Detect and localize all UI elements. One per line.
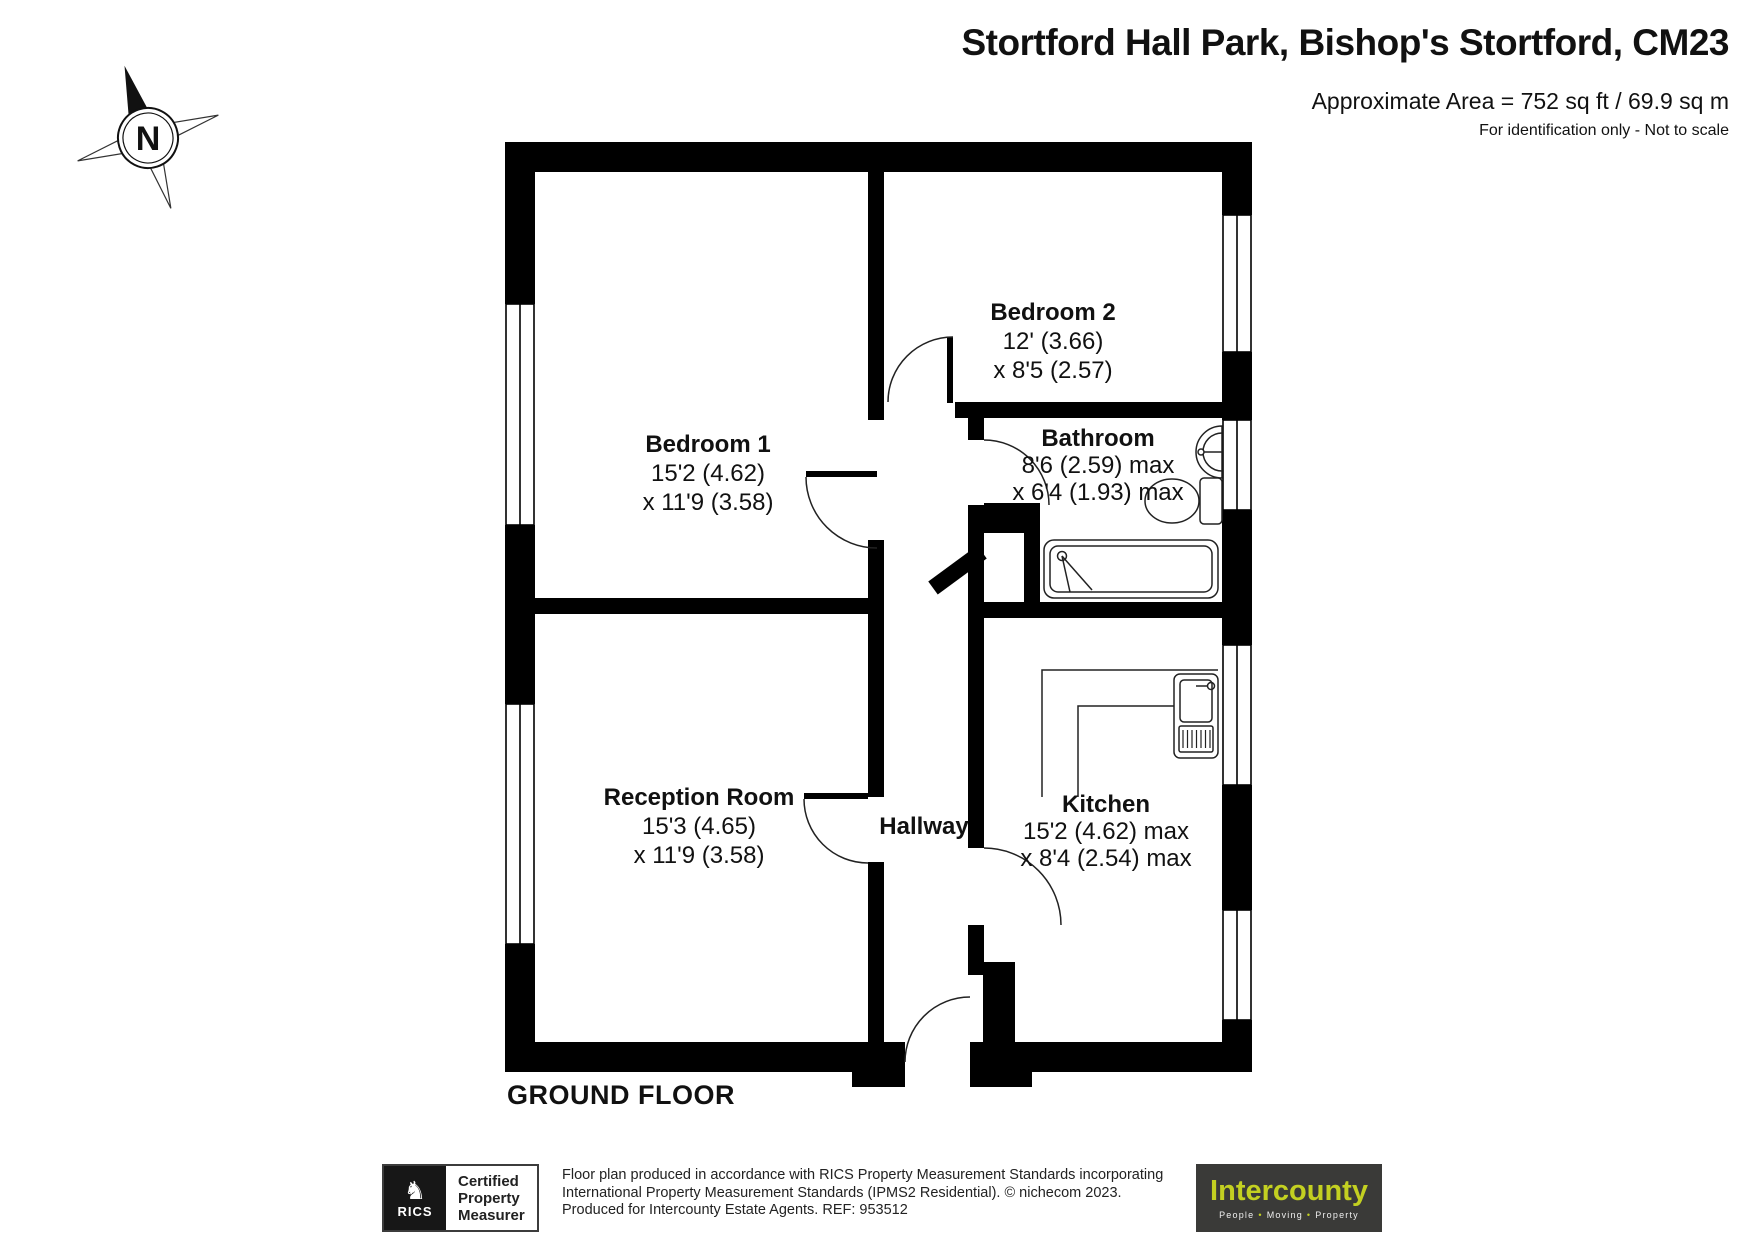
wall-bathroom-bottom: [968, 602, 1222, 618]
room-label-hallway: Hallway: [879, 812, 968, 841]
wall-bottom-left: [505, 1042, 900, 1072]
wall-bathroom-left-top: [968, 418, 984, 440]
bedroom2-dim1: 12' (3.66): [1002, 328, 1104, 355]
bathroom-fixtures: [1043, 425, 1223, 599]
kitchen-drainer-icon: [1178, 725, 1214, 753]
room-label-bedroom2: Bedroom 2 12' (3.66) x 8'5 (2.57): [990, 298, 1115, 385]
wall-kitchen-jog: [983, 962, 1015, 1042]
door-arc-reception: [803, 798, 869, 864]
wall-right-seg2: [1222, 352, 1252, 420]
compass-icon: N: [77, 65, 219, 209]
disclaimer-line-2: International Property Measurement Stand…: [562, 1184, 1122, 1201]
rics-certification-badge: ♞ RICS Certified Property Measurer: [382, 1164, 539, 1232]
disclaimer-line-3: Produced for Intercounty Estate Agents. …: [562, 1202, 908, 1218]
entrance-stub-left: [852, 1042, 905, 1087]
room-label-reception: Reception Room 15'3 (4.65) x 11'9 (3.58): [604, 783, 795, 870]
entrance-stub-right: [970, 1042, 1032, 1087]
intercounty-tagline: People•Moving•Property: [1219, 1210, 1359, 1220]
wall-right-seg3: [1222, 510, 1252, 645]
door-leaf-bedroom1: [806, 471, 877, 477]
wall-top: [505, 142, 1252, 172]
door-arc-bedroom1: [805, 476, 878, 549]
doors: [803, 336, 1062, 1063]
door-arc-entrance: [904, 996, 971, 1063]
identification-note: For identification only - Not to scale: [1479, 122, 1729, 139]
disclaimer-line-1: Floor plan produced in accordance with R…: [562, 1167, 1164, 1183]
page-title: Stortford Hall Park, Bishop's Stortford,…: [961, 22, 1730, 63]
floor-label: GROUND FLOOR: [507, 1080, 735, 1110]
area-text: Approximate Area = 752 sq ft / 69.9 sq m: [1311, 88, 1729, 114]
kitchen-counter: [1041, 669, 1218, 797]
door-arc-bedroom2: [887, 336, 954, 403]
interior-walls: [535, 172, 1222, 1042]
toilet-bowl-icon: [1144, 478, 1200, 524]
bathroom-dim1: 8'6 (2.59) max: [1021, 452, 1175, 479]
wall-bedroom1-right-mid: [868, 540, 884, 797]
wall-left-seg2: [505, 525, 535, 704]
bathroom-name: Bathroom: [1041, 425, 1155, 452]
hallway-name: Hallway: [879, 813, 969, 840]
reception-name: Reception Room: [603, 784, 795, 811]
wall-right-seg1: [1222, 142, 1252, 215]
room-label-bedroom1: Bedroom 1 15'2 (4.62) x 11'9 (3.58): [643, 430, 774, 517]
bedroom2-dim2: x 8'5 (2.57): [993, 357, 1113, 384]
outer-walls: [505, 142, 1252, 1087]
door-leaf-reception: [804, 793, 868, 799]
door-arc-kitchen: [983, 847, 1062, 926]
wall-bedroom2-bottom: [955, 402, 1222, 418]
room-label-bathroom: Bathroom 8'6 (2.59) max x 6'4 (1.93) max: [1012, 425, 1183, 506]
windows: [505, 214, 1252, 1021]
rics-brand-label: RICS: [397, 1203, 433, 1219]
wall-cupboard-diagonal: [928, 545, 987, 595]
wall-bedroom1-right-bottom: [868, 862, 884, 1042]
kitchen-dim2: x 8'4 (2.54) max: [1020, 845, 1192, 872]
wall-bedroom1-reception-divider: [535, 598, 868, 614]
intercounty-logo: Intercounty People•Moving•Property: [1196, 1164, 1382, 1232]
wall-kitchen-left-mid: [968, 925, 984, 975]
bedroom1-dim2: x 11'9 (3.58): [642, 489, 774, 516]
compass-north-label: N: [136, 120, 161, 158]
bathroom-dim2: x 6'4 (1.93) max: [1012, 479, 1184, 506]
kitchen-sink-icon: [1173, 673, 1219, 759]
bedroom2-name: Bedroom 2: [990, 299, 1116, 326]
reception-dim2: x 11'9 (3.58): [633, 842, 765, 869]
rics-lion-icon: ♞: [403, 1176, 427, 1205]
intercounty-brand-label: Intercounty: [1210, 1175, 1368, 1207]
wall-kitchen-left-top: [968, 618, 984, 848]
toilet-cistern-icon: [1199, 477, 1223, 525]
wall-bedroom1-right-top: [868, 172, 884, 420]
reception-dim1: 15'3 (4.65): [642, 813, 756, 840]
kitchen-name: Kitchen: [1061, 791, 1151, 818]
kitchen-dim1: 15'2 (4.62) max: [1022, 818, 1189, 845]
door-arc-bathroom: [983, 439, 1050, 506]
door-leaf-bedroom2: [947, 337, 953, 403]
disclaimer-text: Floor plan produced in accordance with R…: [562, 1164, 1222, 1235]
wall-bathroom-stub: [984, 503, 1040, 533]
wall-tub-alcove: [1024, 533, 1040, 618]
rics-logo: ♞ RICS: [384, 1166, 446, 1230]
room-label-kitchen: Kitchen 15'2 (4.62) max x 8'4 (2.54) max: [1020, 791, 1191, 872]
rics-certified-text: Certified Property Measurer: [458, 1173, 525, 1224]
bedroom1-dim1: 15'2 (4.62): [651, 460, 765, 487]
kitchen-faucet-icon: [1206, 681, 1216, 691]
kitchen-fixtures: [1041, 669, 1219, 797]
wall-left-seg1: [505, 142, 535, 304]
wall-right-seg4: [1222, 785, 1252, 910]
bedroom1-name: Bedroom 1: [645, 431, 771, 458]
